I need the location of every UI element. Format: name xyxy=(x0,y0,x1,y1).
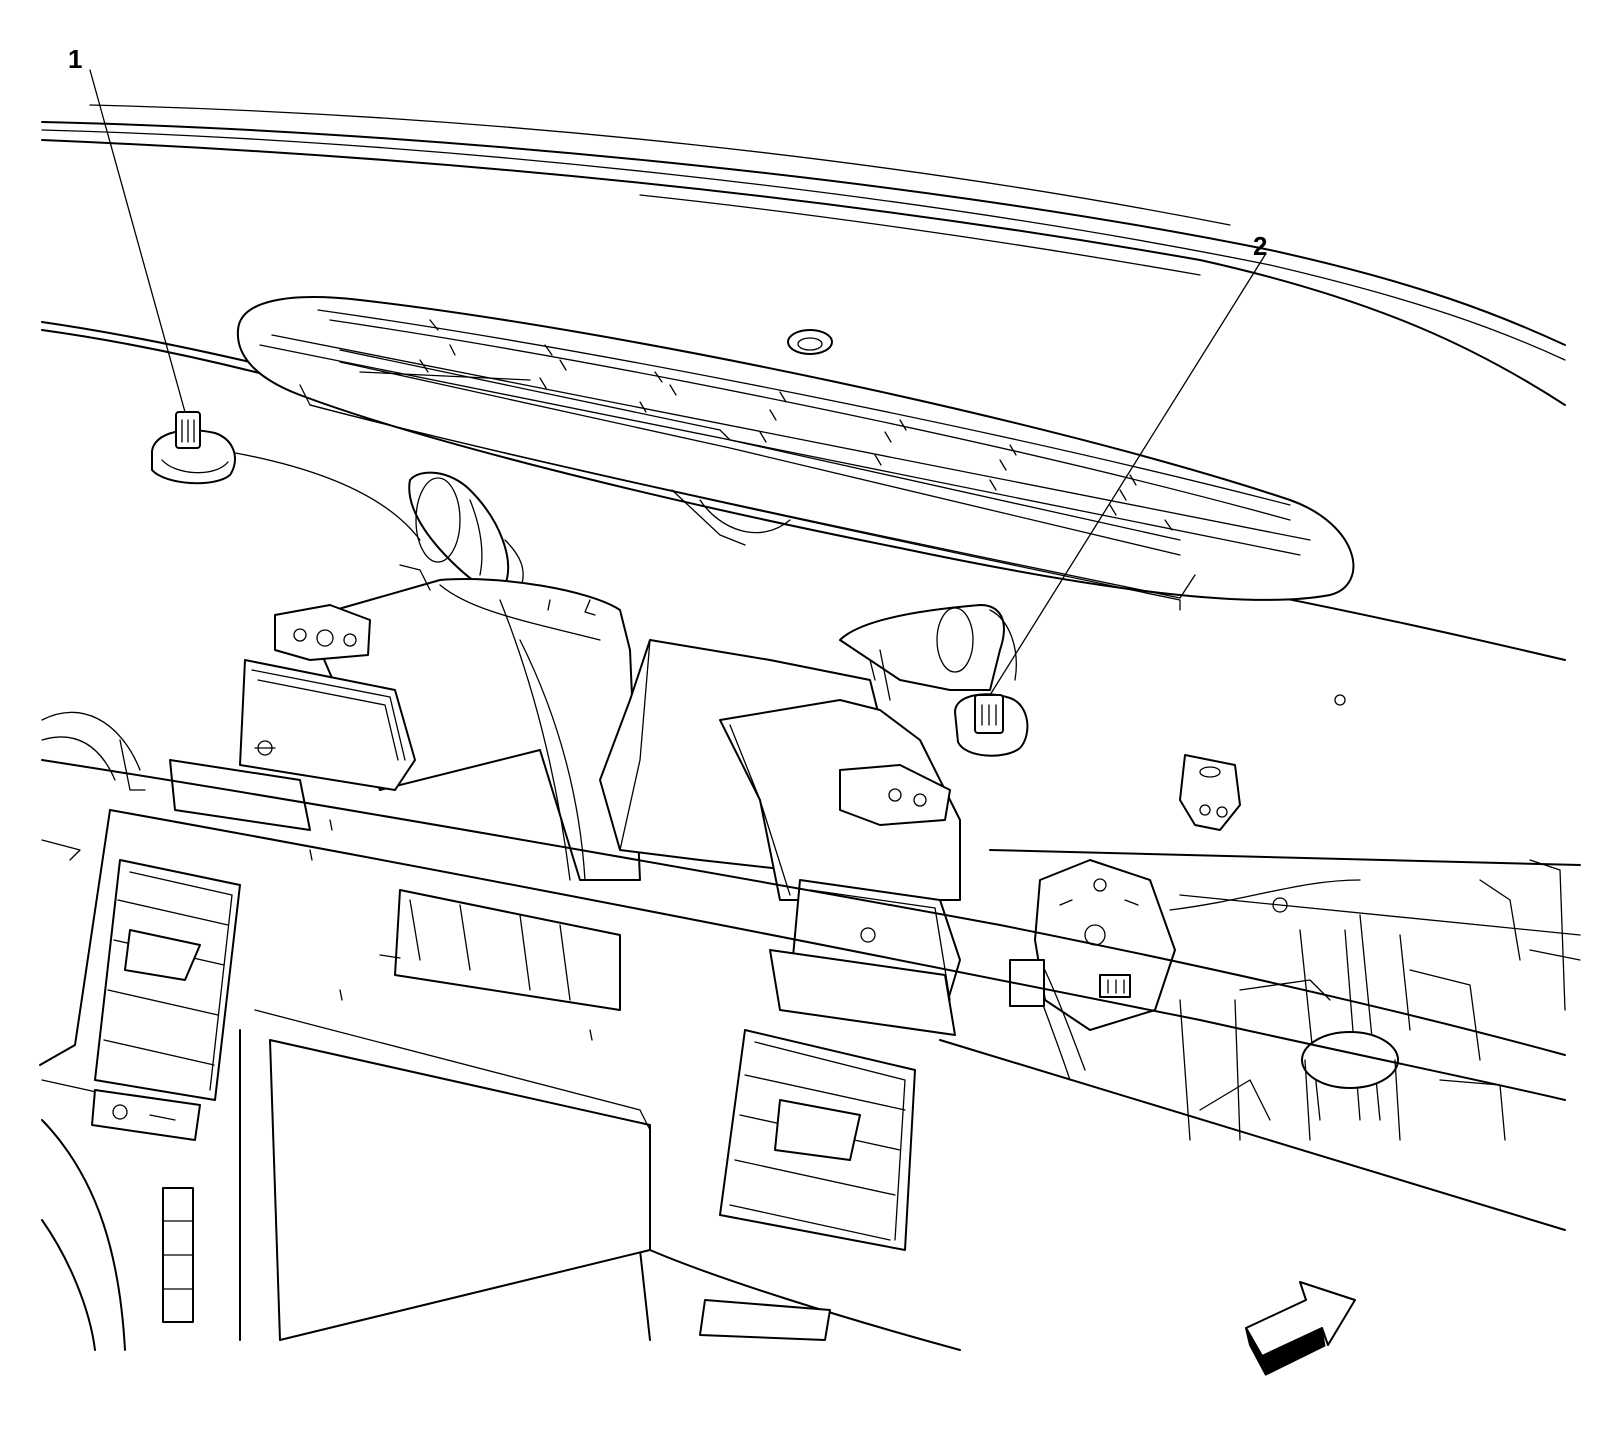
connector-2 xyxy=(954,693,1029,757)
mounting-bracket xyxy=(1179,694,1346,831)
left-duct-outlet xyxy=(169,604,416,831)
instrument-panel-face xyxy=(39,711,1566,1351)
connector-1 xyxy=(150,411,236,485)
callout-2-label: 2 xyxy=(1253,231,1267,261)
left-duct xyxy=(299,471,641,881)
actuator xyxy=(1009,859,1176,1081)
callout-1-label: 1 xyxy=(68,44,82,74)
defroster-grille xyxy=(236,296,1355,611)
dash-top-edge xyxy=(41,104,1566,406)
center-air-vent xyxy=(699,1029,916,1341)
hvac-center-housing xyxy=(599,639,961,1036)
left-air-vent xyxy=(91,859,241,1141)
direction-arrow-icon xyxy=(1245,1281,1356,1376)
switch-stack xyxy=(162,1187,194,1323)
right-duct xyxy=(839,604,1017,701)
callout-leaders xyxy=(89,69,1266,696)
hvac-right-internals xyxy=(989,849,1581,1141)
